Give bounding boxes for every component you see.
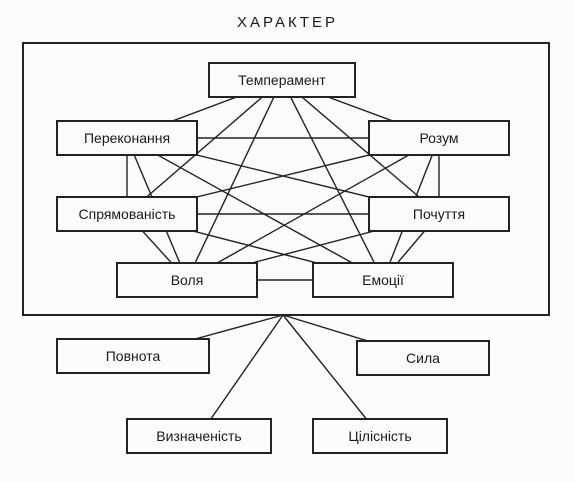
node-volia: Воля: [116, 262, 258, 298]
node-emotsii: Емоції: [312, 262, 454, 298]
edge-temperament-volia: [186, 79, 283, 281]
node-syla: Сила: [356, 340, 490, 376]
node-temperament: Темперамент: [208, 62, 356, 98]
edge-character-vyznachenist: [198, 314, 284, 437]
edge-temperament-pochuttia: [281, 79, 440, 215]
edge-temperament-emotsii: [281, 79, 384, 281]
node-spriamovanist: Спрямованість: [56, 196, 198, 232]
diagram-title: ХАРАКТЕР: [237, 14, 338, 31]
node-rozum: Розум: [368, 120, 510, 156]
character-frame: [22, 42, 550, 316]
node-pochuttia: Почуття: [368, 196, 510, 232]
node-povnota: Повнота: [56, 338, 210, 374]
node-vyznachenist: Визначеність: [126, 418, 272, 454]
node-perekonannia: Переконання: [56, 120, 198, 156]
edge-temperament-spriamovanist: [126, 79, 283, 215]
edge-character-tsilisnist: [282, 314, 381, 437]
edge-perekonannia-emotsii: [126, 137, 384, 281]
edge-rozum-volia: [186, 137, 440, 281]
node-tsilisnist: Цілісність: [312, 418, 448, 454]
